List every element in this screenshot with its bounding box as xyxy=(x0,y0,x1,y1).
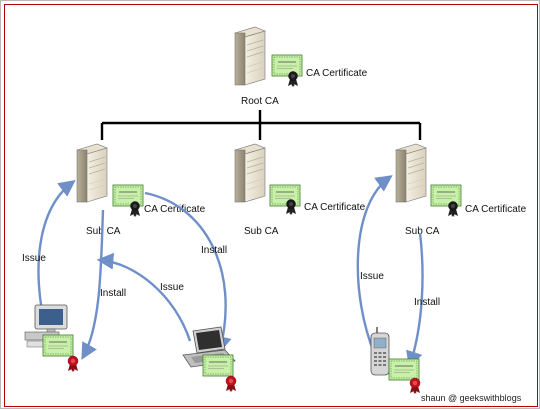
sub-ca-left-node: CA Certificate Sub CA xyxy=(76,143,206,237)
sub-ca-middle-cert-label: CA Certificate xyxy=(304,202,366,213)
desktop-client xyxy=(24,304,79,373)
desktop-computer-icon xyxy=(24,304,68,348)
mid-issue-label: Issue xyxy=(160,282,184,293)
sub-ca-middle-seal-icon xyxy=(285,199,297,216)
root-ca-server-icon xyxy=(234,26,266,86)
sub-ca-right-node: CA Certificate Sub CA xyxy=(395,143,527,237)
sub-ca-left-cert-label: CA Certificate xyxy=(144,204,206,215)
root-ca-certificate-icon xyxy=(271,54,303,77)
flow-arrows xyxy=(37,175,424,369)
sub-ca-left-seal-icon xyxy=(129,201,141,218)
right-issue-label: Issue xyxy=(360,271,384,282)
diagram-canvas: CA Certificate Root CA CA Certificate Su… xyxy=(4,4,538,407)
sub-ca-middle-node: CA Certificate Sub CA xyxy=(234,143,366,237)
arrow-mid-install xyxy=(144,191,232,354)
laptop-red-seal-icon xyxy=(225,375,237,393)
laptop-certificate-icon xyxy=(202,354,234,377)
pki-hierarchy-diagram: CA Certificate Root CA CA Certificate Su… xyxy=(22,26,527,403)
sub-ca-right-seal-icon xyxy=(447,201,459,218)
sub-ca-middle-label: Sub CA xyxy=(244,226,279,237)
sub-ca-right-cert-label: CA Certificate xyxy=(465,204,527,215)
arrow-mid-issue xyxy=(96,252,192,342)
watermark-text: shaun @ geekswithblogs xyxy=(421,393,522,403)
right-install-label: Install xyxy=(414,297,440,308)
phone-client xyxy=(370,327,421,395)
sub-ca-middle-server-icon xyxy=(234,143,266,203)
left-install-label: Install xyxy=(100,288,126,299)
desktop-red-seal-icon xyxy=(67,355,79,373)
sub-ca-right-server-icon xyxy=(395,143,427,203)
root-ca-node: CA Certificate Root CA xyxy=(234,26,368,107)
phone-certificate-icon xyxy=(388,358,420,381)
sub-ca-left-server-icon xyxy=(76,143,108,203)
root-ca-cert-label: CA Certificate xyxy=(306,68,368,79)
mid-install-label: Install xyxy=(201,245,227,256)
phone-red-seal-icon xyxy=(409,377,421,395)
hierarchy-connectors xyxy=(100,110,422,140)
sub-ca-right-label: Sub CA xyxy=(405,226,440,237)
left-issue-label: Issue xyxy=(22,253,46,264)
root-ca-seal-icon xyxy=(287,71,299,88)
root-ca-label: Root CA xyxy=(241,96,279,107)
arrow-left-install xyxy=(81,209,105,360)
mobile-phone-icon xyxy=(370,327,390,376)
arrow-right-issue xyxy=(356,175,393,356)
arrow-right-install xyxy=(406,232,424,369)
desktop-certificate-icon xyxy=(42,334,74,357)
laptop-client xyxy=(182,326,237,393)
